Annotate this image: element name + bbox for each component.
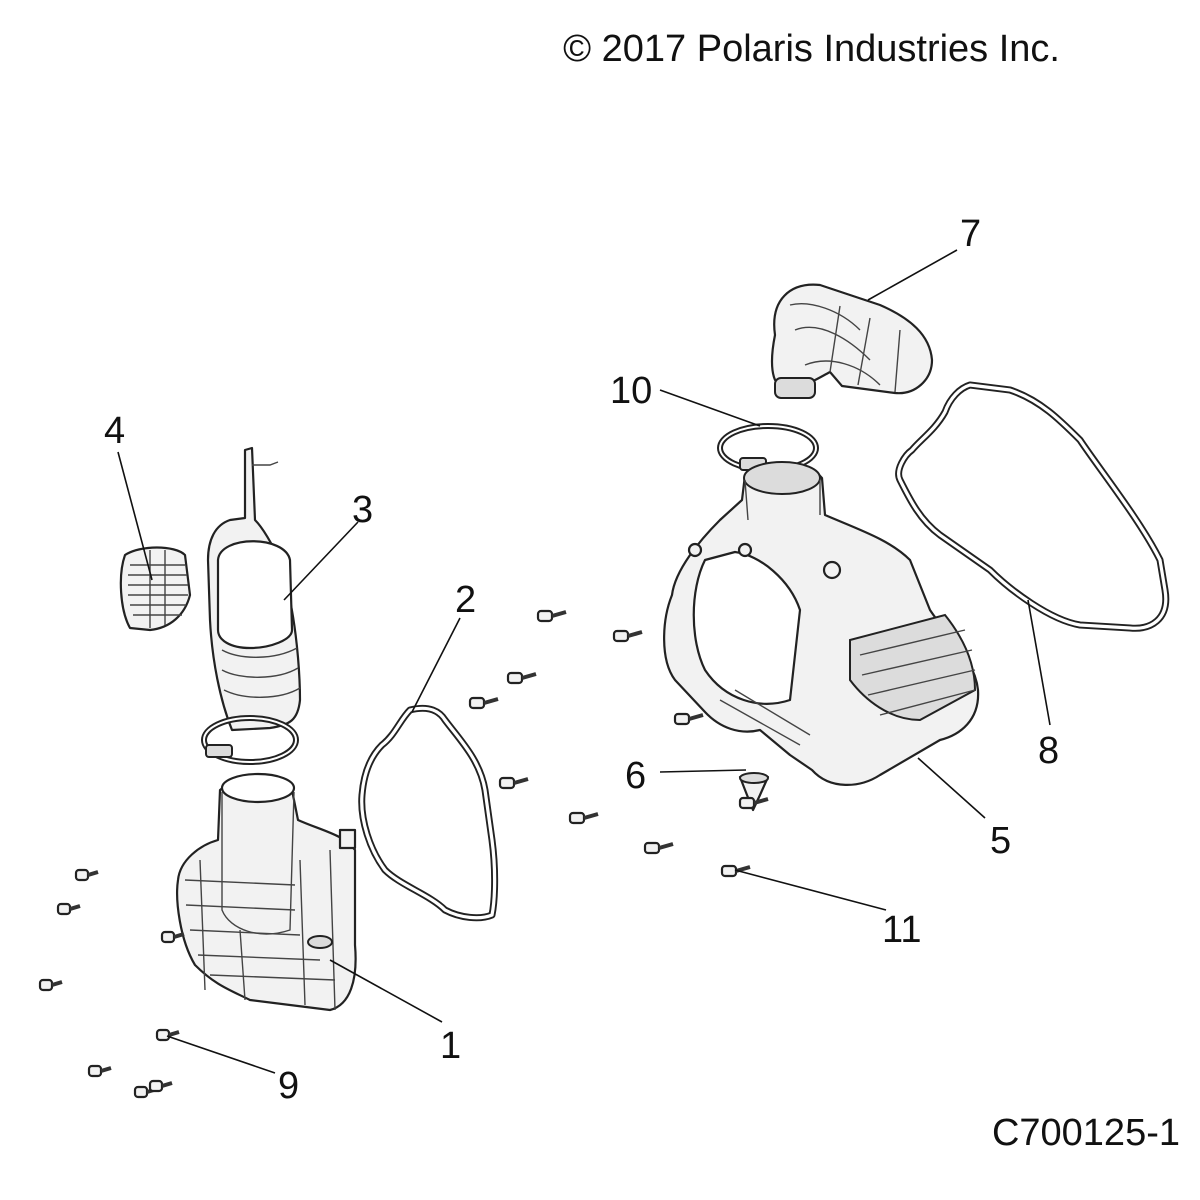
part-3-intake-duct <box>206 446 302 732</box>
bolt <box>155 1028 180 1042</box>
bolt <box>74 868 99 882</box>
leader-9 <box>166 1035 276 1074</box>
drawing-code: C700125-1 <box>991 1112 1180 1154</box>
bolt <box>568 811 599 825</box>
bolt <box>38 978 63 992</box>
callout-4: 4 <box>104 410 125 452</box>
part-5-outer-clutch-cover <box>663 461 980 786</box>
part-1-inner-cover <box>176 772 357 1012</box>
callout-1: 1 <box>440 1025 461 1067</box>
bolt <box>468 696 499 710</box>
bolt-group-9 <box>38 868 185 1099</box>
callout-5: 5 <box>990 820 1011 862</box>
bolt <box>612 629 643 643</box>
callout-labels: 1 2 3 4 5 6 7 8 9 10 11 <box>104 213 1059 1107</box>
callout-3: 3 <box>352 489 373 531</box>
leader-11 <box>734 869 887 911</box>
bolt <box>160 930 185 944</box>
callout-8: 8 <box>1038 730 1059 772</box>
part-8-outer-cover-gasket <box>895 381 1170 632</box>
bolt <box>738 796 769 810</box>
callout-7: 7 <box>960 213 981 255</box>
part-2-inner-cover-gasket <box>358 704 499 922</box>
leader-lines <box>117 249 1051 1074</box>
leader-8 <box>1027 599 1051 726</box>
part-7-intake-elbow <box>770 283 934 399</box>
callout-2: 2 <box>455 579 476 621</box>
bolt <box>673 712 704 726</box>
leader-7 <box>867 249 958 301</box>
bolt <box>87 1064 112 1078</box>
leader-1 <box>329 959 443 1023</box>
bolt <box>506 671 537 685</box>
leader-10 <box>659 389 761 427</box>
bolt <box>536 609 567 623</box>
leader-3 <box>283 521 359 601</box>
bolt <box>643 841 674 855</box>
part-hose-clamp-lower <box>201 715 299 765</box>
callout-9: 9 <box>278 1065 299 1107</box>
callout-10: 10 <box>610 370 652 412</box>
bolt <box>498 776 529 790</box>
bolt <box>56 902 81 916</box>
bolt <box>148 1079 173 1093</box>
callout-6: 6 <box>625 755 646 797</box>
copyright-notice: © 2017 Polaris Industries Inc. <box>563 28 1060 70</box>
leader-5 <box>917 757 986 819</box>
leader-2 <box>411 617 461 713</box>
leader-6 <box>659 769 747 773</box>
part-4-vent-screen <box>119 546 192 632</box>
leader-4 <box>117 451 153 581</box>
callout-11: 11 <box>882 909 921 951</box>
bolt-group-11 <box>468 609 769 878</box>
